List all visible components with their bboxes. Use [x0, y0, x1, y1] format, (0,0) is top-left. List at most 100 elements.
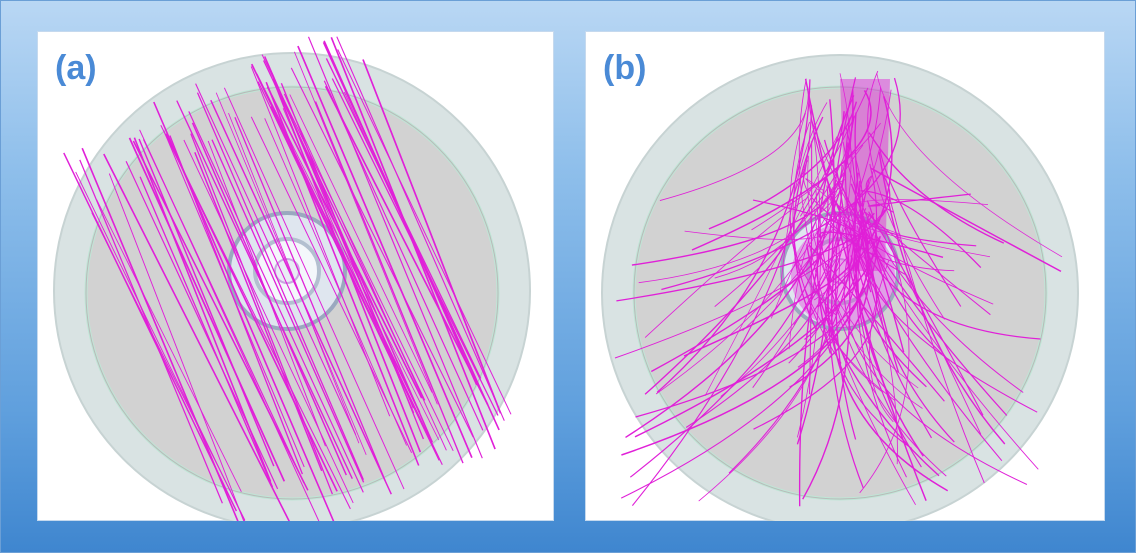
panel-a: (a): [37, 31, 554, 521]
particle-track: [814, 208, 923, 409]
particle-track: [860, 189, 982, 269]
particle-track: [644, 111, 845, 395]
detector-inner-edge: [85, 86, 499, 500]
particle-track: [779, 102, 828, 296]
particle-track: [297, 45, 473, 459]
particle-track: [770, 144, 864, 319]
particle-track: [797, 183, 858, 368]
particle-track: [188, 111, 364, 493]
particle-track: [250, 63, 421, 413]
particle-track: [752, 87, 882, 388]
particle-track: [856, 225, 898, 465]
particle-track: [843, 203, 991, 258]
particle-track: [802, 169, 851, 500]
tracks-b: [614, 70, 1063, 507]
particle-track: [63, 152, 238, 512]
particle-track: [211, 139, 365, 483]
particle-track: [804, 78, 927, 501]
particle-track: [324, 85, 489, 406]
particle-track: [789, 168, 837, 316]
particle-track: [714, 197, 827, 279]
particle-track: [799, 87, 869, 217]
particle-track: [825, 258, 884, 393]
particle-track: [817, 96, 893, 308]
particle-track: [835, 116, 857, 440]
detector-body: [601, 54, 1079, 521]
particle-track: [289, 94, 433, 393]
particle-track: [855, 178, 907, 478]
particle-track: [282, 108, 415, 414]
particle-track: [196, 92, 364, 481]
particle-track: [818, 231, 944, 258]
particle-track: [720, 89, 892, 397]
particle-track: [859, 230, 910, 494]
particle-track: [728, 127, 857, 474]
particle-track: [796, 99, 835, 445]
particle-track: [816, 95, 855, 354]
panel-a-label: (a): [55, 49, 97, 87]
particle-track: [183, 139, 354, 504]
particle-track: [307, 36, 483, 459]
particle-track: [631, 164, 843, 266]
particle-track: [806, 244, 940, 477]
particle-track: [228, 112, 360, 444]
particle-track: [264, 56, 433, 443]
particle-track: [798, 229, 827, 507]
particle-track: [81, 147, 239, 521]
particle-track: [290, 67, 474, 438]
particle-track: [793, 116, 824, 330]
particle-track: [133, 137, 272, 482]
particle-track: [96, 199, 242, 492]
particle-track: [132, 140, 309, 491]
particle-track: [823, 139, 1008, 416]
panel-a-event-display: [53, 36, 531, 521]
particle-track: [629, 185, 829, 478]
particle-track: [638, 190, 842, 284]
particle-track: [888, 196, 985, 484]
particle-track: [842, 141, 1024, 393]
particle-track: [853, 172, 924, 457]
particle-track: [336, 36, 505, 421]
energy-deposit: [791, 224, 895, 328]
particle-track: [854, 112, 900, 373]
particle-track: [194, 152, 323, 472]
particle-track: [807, 155, 919, 389]
particle-track: [191, 122, 347, 476]
particle-track: [841, 199, 989, 223]
particle-track: [850, 183, 905, 353]
particle-track: [656, 79, 811, 393]
particle-track: [323, 80, 484, 431]
particle-track: [343, 91, 479, 384]
particle-track: [139, 129, 320, 521]
particle-track: [256, 73, 440, 441]
particle-track: [314, 101, 464, 464]
particle-track: [223, 87, 405, 490]
particle-track: [876, 73, 1063, 258]
tracks-a: [63, 36, 512, 521]
particle-track: [858, 208, 1038, 413]
particle-track: [811, 120, 1039, 470]
particle-track: [685, 249, 843, 428]
particle-track: [808, 244, 945, 402]
particle-track: [264, 118, 408, 446]
particle-track: [659, 86, 809, 202]
particle-track: [879, 147, 962, 307]
particle-track: [868, 211, 984, 416]
particle-track: [882, 226, 982, 435]
particle-track: [865, 213, 943, 355]
particle-track: [870, 167, 1062, 273]
particle-track: [108, 173, 245, 521]
particle-track: [283, 93, 447, 451]
particle-track: [337, 49, 512, 415]
particle-track: [250, 116, 413, 454]
particle-track: [103, 153, 290, 521]
particle-track: [792, 121, 842, 364]
panel-b: (b): [585, 31, 1105, 521]
particle-track: [160, 124, 351, 510]
particle-track: [620, 163, 878, 499]
particle-track: [644, 196, 809, 338]
particle-track: [138, 138, 275, 467]
particle-track: [215, 92, 367, 455]
particle-track: [865, 175, 895, 213]
detector-inner-edge: [633, 86, 1047, 500]
